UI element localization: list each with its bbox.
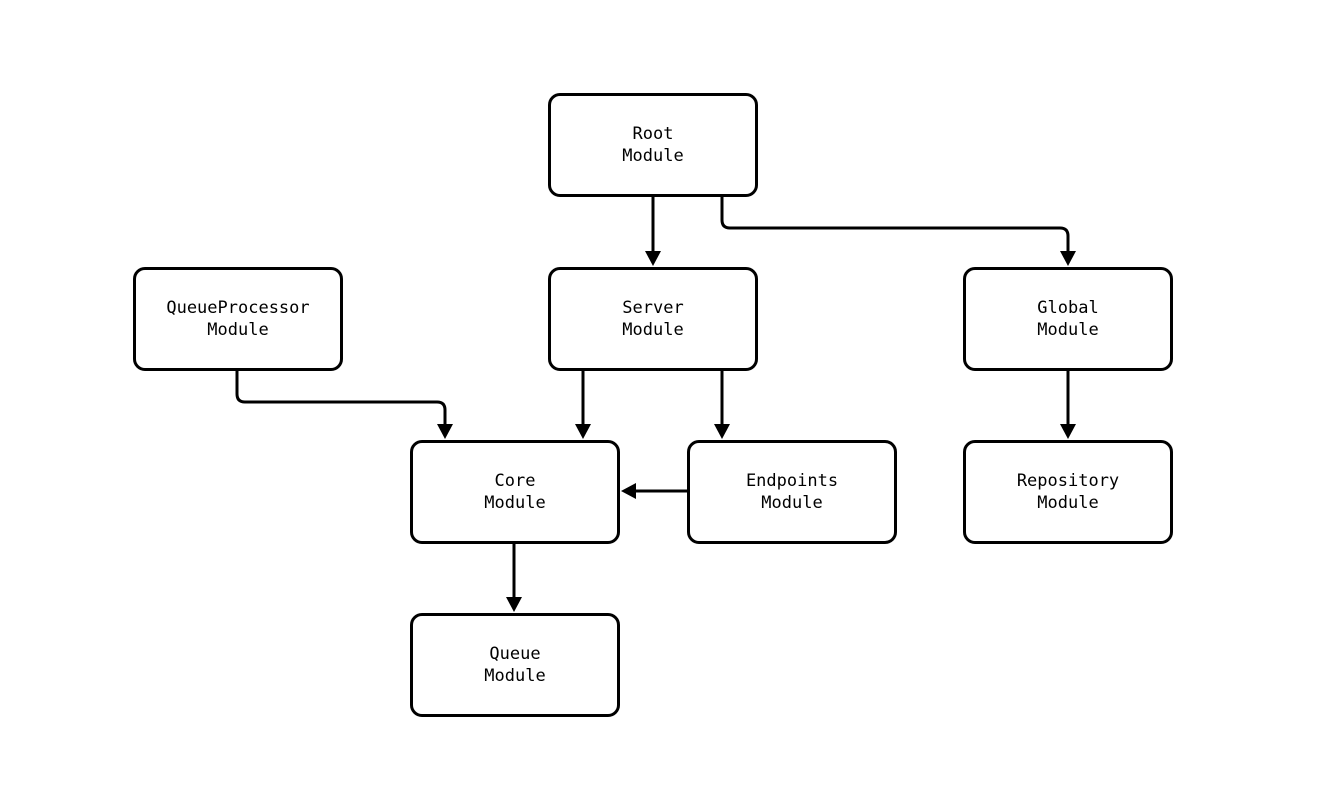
node-global-module[interactable]: Global Module: [963, 267, 1173, 371]
node-core-module[interactable]: Core Module: [410, 440, 620, 544]
node-global-module-label: Global Module: [1037, 298, 1099, 340]
node-server-module-label: Server Module: [622, 298, 684, 340]
node-core-module-label: Core Module: [484, 471, 546, 513]
arrowhead-queueprocessor-core: [437, 424, 453, 439]
node-queueprocessor-module-label: QueueProcessor Module: [166, 298, 310, 340]
arrowhead-core-queue: [506, 597, 522, 612]
arrowhead-server-core: [575, 424, 591, 439]
node-endpoints-module[interactable]: Endpoints Module: [687, 440, 897, 544]
node-repository-module-label: Repository Module: [1016, 471, 1120, 513]
arrowhead-server-endpoints: [714, 424, 730, 439]
arrowhead-root-server: [645, 251, 661, 266]
node-root-module[interactable]: Root Module: [548, 93, 758, 197]
edge-root-global: [720, 197, 1070, 252]
arrowhead-root-global: [1060, 251, 1076, 266]
node-queueprocessor-module[interactable]: QueueProcessor Module: [133, 267, 343, 371]
node-queue-module-label: Queue Module: [484, 644, 546, 686]
node-repository-module[interactable]: Repository Module: [963, 440, 1173, 544]
arrowhead-endpoints-core: [621, 483, 636, 499]
node-endpoints-module-label: Endpoints Module: [745, 471, 839, 513]
node-server-module[interactable]: Server Module: [548, 267, 758, 371]
node-root-module-label: Root Module: [622, 124, 684, 166]
edge-queueprocessor-core: [235, 371, 447, 425]
node-queue-module[interactable]: Queue Module: [410, 613, 620, 717]
arrowhead-global-repository: [1060, 424, 1076, 439]
